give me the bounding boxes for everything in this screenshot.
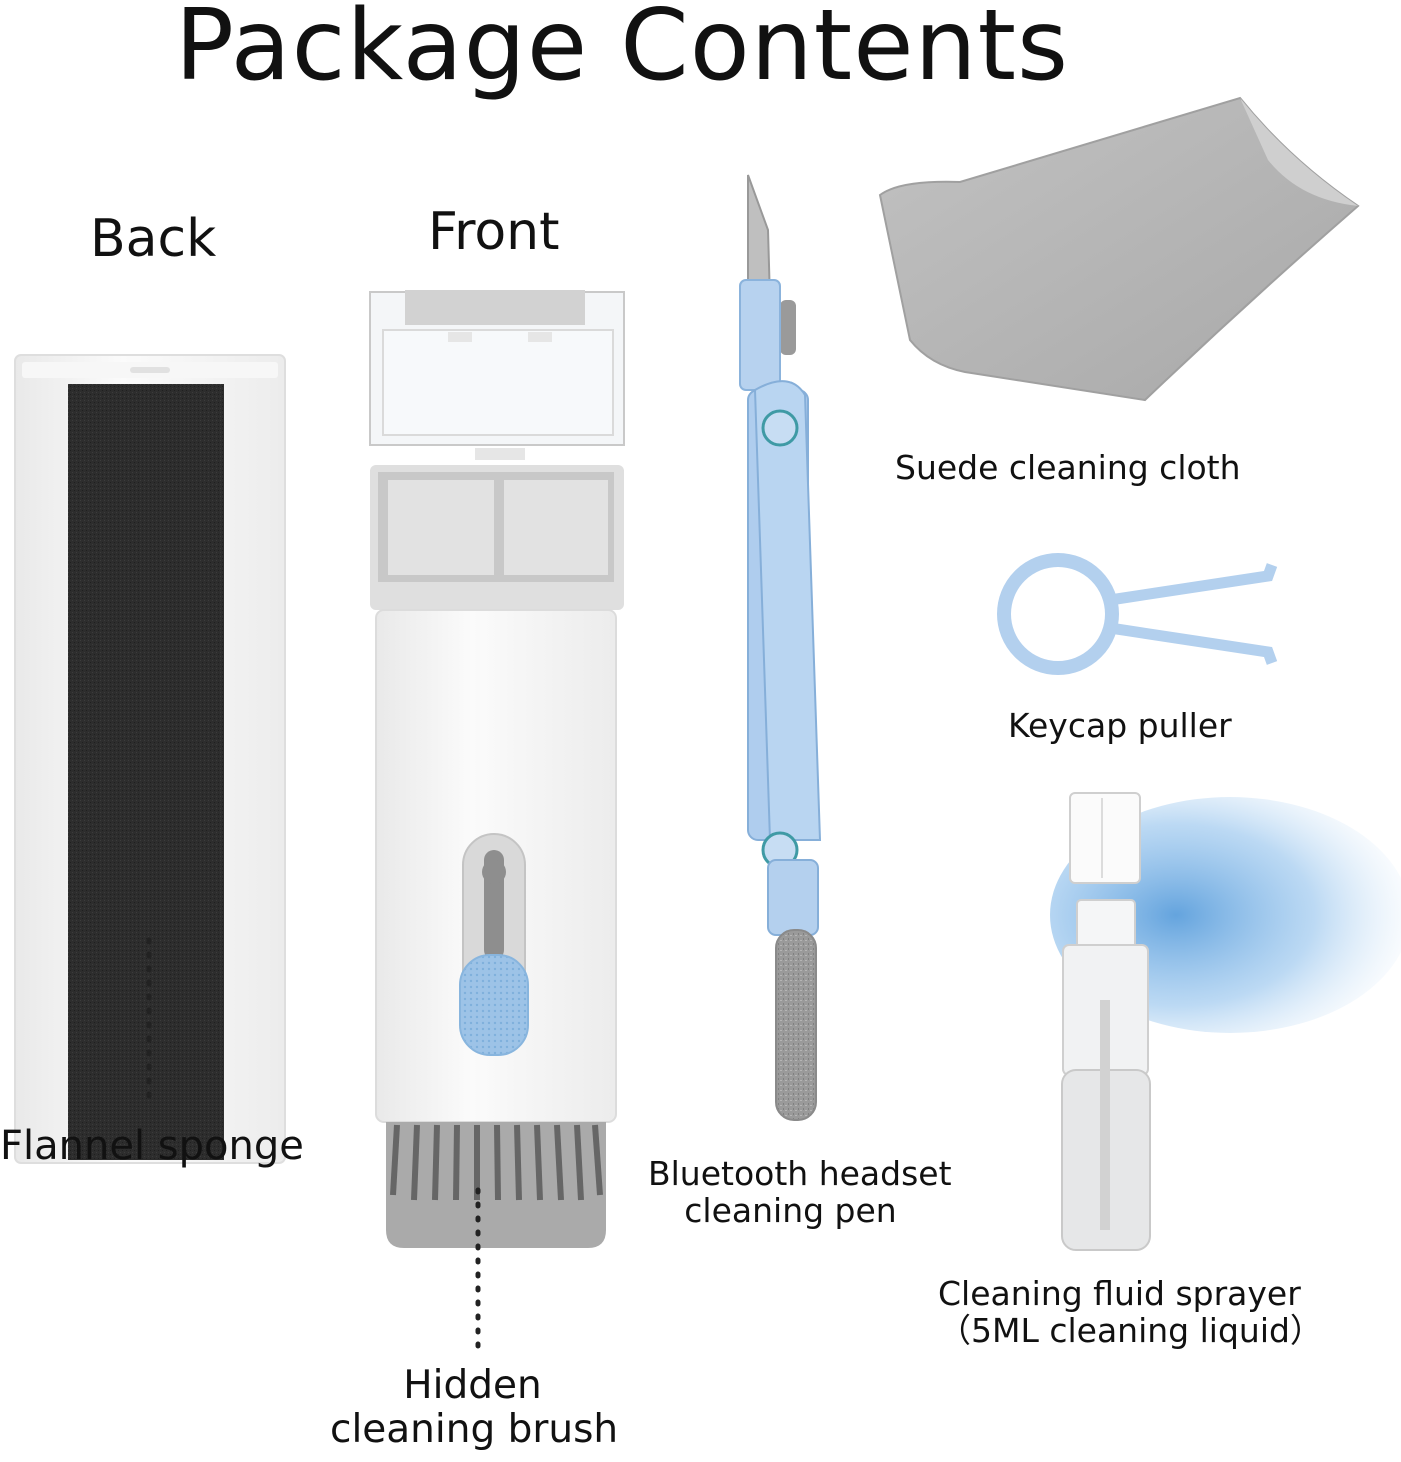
hidden-brush-label: Hidden cleaning brush — [330, 1363, 619, 1452]
slider-button — [459, 954, 529, 1056]
sprayer-label-line2: （5ML cleaning liquid） — [938, 1310, 1323, 1350]
sprayer-label: Cleaning fluid sprayer （5ML cleaning liq… — [938, 1274, 1323, 1350]
sprayer-label-line1: Cleaning fluid sprayer — [938, 1274, 1301, 1313]
flannel-sponge-label: Flannel sponge — [0, 1123, 304, 1169]
suede-cloth — [878, 96, 1360, 402]
hidden-brush-label-line2: cleaning brush — [330, 1406, 619, 1452]
back-label: Back — [90, 209, 217, 269]
keycap-puller-item — [997, 553, 1278, 675]
sprayer-item — [1050, 792, 1401, 1251]
keycap-puller-label: Keycap puller — [1008, 706, 1232, 745]
pen-label-line1: Bluetooth headset — [648, 1154, 952, 1193]
front-unit — [369, 290, 625, 1248]
back-unit — [14, 354, 286, 1164]
pen-label: Bluetooth headset cleaning pen — [648, 1154, 952, 1230]
cloth-label: Suede cleaning cloth — [895, 448, 1241, 487]
page-title: Package Contents — [174, 0, 1070, 103]
cleaning-pen — [739, 174, 822, 1121]
front-label: Front — [428, 202, 560, 262]
flannel-sponge — [68, 384, 224, 1160]
pen-label-line2: cleaning pen — [684, 1190, 897, 1230]
hidden-brush-label-line1: Hidden — [403, 1363, 542, 1408]
